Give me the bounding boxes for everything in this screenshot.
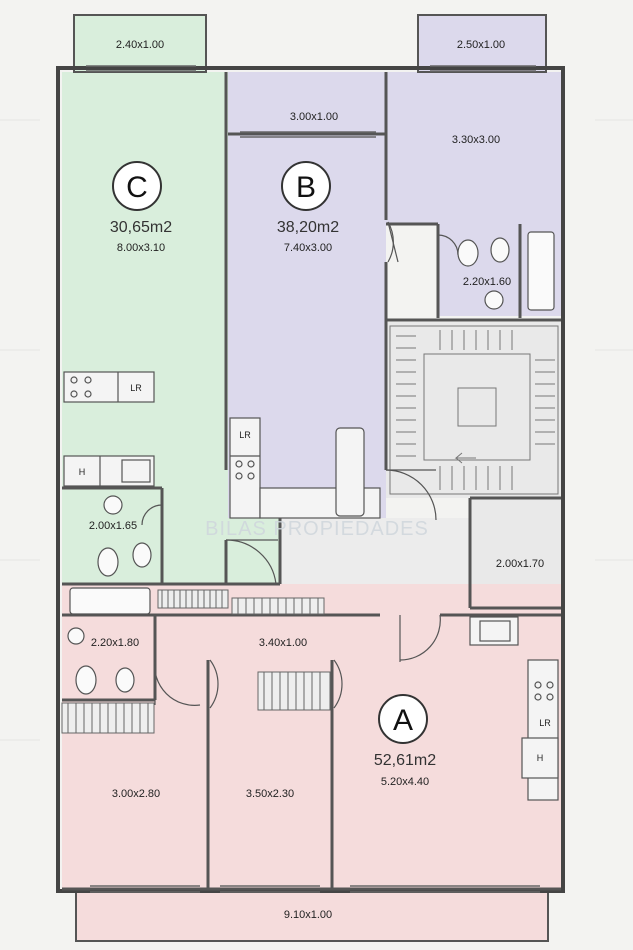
unit-a-marker: A 52,61m2 5.20x4.40: [374, 694, 436, 788]
watermark: BILAS PROPIEDADES: [205, 518, 429, 540]
balcony-b-mid-label: 3.00x1.00: [290, 111, 338, 123]
room-labels: 2.40x1.00 2.50x1.00 3.00x1.00 3.30x3.00 …: [89, 39, 544, 921]
laundry-label-a: LR: [539, 718, 551, 728]
balcony-c-label: 2.40x1.00: [116, 39, 164, 51]
fixture-labels: LR H LR LR H: [79, 383, 551, 763]
unit-c-area-label: 30,65m2: [110, 219, 172, 236]
unit-c-marker: C 30,65m2 8.00x3.10: [110, 161, 172, 254]
unit-c-dims: 8.00x3.10: [117, 242, 165, 254]
unit-b-marker: B 38,20m2 7.40x3.00: [277, 161, 339, 254]
unit-b-letter: B: [296, 171, 316, 204]
room-right-label: 2.00x1.70: [496, 558, 544, 570]
staircase: [389, 325, 559, 495]
bath-fixtures: [67, 231, 555, 695]
balcony-a-label: 9.10x1.00: [284, 909, 332, 921]
unit-c-letter: C: [126, 171, 148, 204]
unit-b-dims: 7.40x3.00: [284, 242, 332, 254]
unit-b-area-label: 38,20m2: [277, 219, 339, 236]
heater-label-c: H: [79, 467, 86, 477]
room-a1-label: 3.00x2.80: [112, 788, 160, 800]
unit-a-dims: 5.20x4.40: [381, 776, 429, 788]
bath-b-label: 2.20x1.60: [463, 276, 511, 288]
room-a2-label: 3.50x2.30: [246, 788, 294, 800]
laundry-label-b: LR: [239, 430, 251, 440]
laundry-label-c: LR: [130, 383, 142, 393]
room-b-top-label: 3.30x3.00: [452, 134, 500, 146]
heater-label-a: H: [537, 753, 544, 763]
bath-a-label: 2.20x1.80: [91, 637, 139, 649]
radiator-grilles: [61, 589, 331, 734]
unit-a-letter: A: [393, 704, 413, 737]
hall-a-label: 3.40x1.00: [259, 637, 307, 649]
kitchen-fixtures: [63, 371, 559, 801]
balcony-b-top-label: 2.50x1.00: [457, 39, 505, 51]
unit-a-area-label: 52,61m2: [374, 752, 436, 769]
bath-c-label: 2.00x1.65: [89, 520, 137, 532]
